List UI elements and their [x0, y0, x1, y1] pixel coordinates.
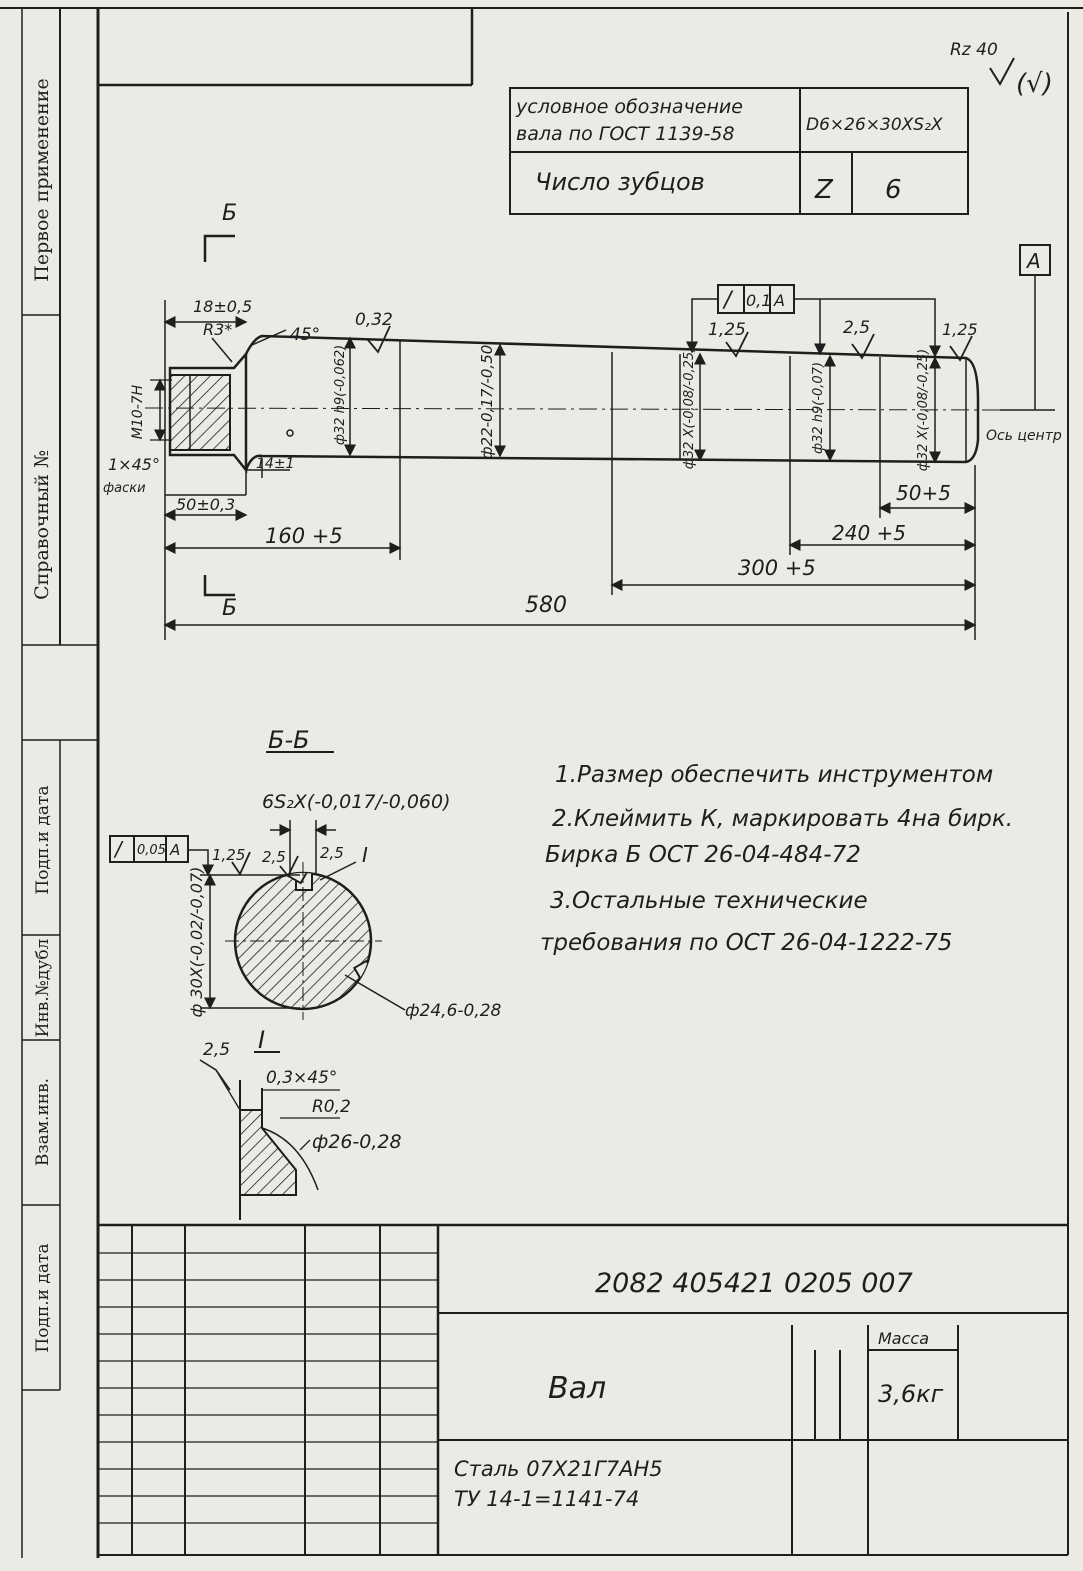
- thread-m10: M10-7H: [130, 384, 146, 439]
- section-detail-mark: I: [362, 843, 368, 867]
- runout-value-main: 0,1: [746, 291, 771, 310]
- note-3: 3.Остальные технические: [550, 888, 868, 914]
- spline-label-2: вала по ГОСТ 1139-58: [516, 123, 735, 145]
- dia-32-right: ф32 X(-0,08/-0,25): [916, 349, 931, 472]
- material-line-1: Сталь 07Х21Г7АН5: [454, 1457, 663, 1481]
- datum-axis-label: Ось центр: [986, 428, 1062, 444]
- note-2: 2.Клеймить К, маркировать 4на бирк.: [552, 806, 1013, 832]
- mass-value: 3,6кг: [878, 1380, 944, 1408]
- detail-radius: R0,2: [312, 1097, 351, 1117]
- section-title: Б-Б: [268, 726, 310, 754]
- roughness-ticks-main: [367, 325, 973, 362]
- section-dia-246: ф24,6-0,28: [405, 1001, 502, 1021]
- dim-240: 240 +5: [832, 521, 906, 545]
- spline-teeth-count: 6: [885, 175, 902, 205]
- general-roughness: Rz 40 (√): [950, 40, 1053, 99]
- detail-rough: 2,5: [203, 1040, 230, 1060]
- spline-teeth-label: Число зубцов: [535, 168, 705, 196]
- section-rough-25a: 2,5: [262, 848, 286, 866]
- section-rough-125: 1,25: [212, 846, 245, 864]
- dim-14: 14±1: [256, 456, 294, 472]
- spline-z-symbol: Z: [814, 175, 834, 205]
- label-exch-inv: Взам.инв.: [33, 1078, 53, 1166]
- rough-25: 2,5: [843, 318, 870, 338]
- label-first-use: Первое применение: [31, 78, 53, 281]
- section-runout-value: 0,05: [137, 843, 166, 858]
- chamfer-note: фаски: [103, 481, 146, 496]
- dim-580: 580: [525, 593, 567, 618]
- runout-symbol-main: /: [722, 288, 734, 313]
- label-dupl-inv: Инв.№дубл: [33, 938, 53, 1037]
- datum-a-box: A: [1025, 249, 1041, 273]
- section-runout-datum: A: [169, 841, 180, 859]
- detail-dia: ф26-0,28: [312, 1131, 402, 1153]
- dia-32-h9: ф32 h9(-0,07): [811, 362, 826, 454]
- spline-table: [509, 87, 969, 215]
- main-view-labels: 18±0,5 R3* 45° 0,32 M10-7H 1×45° фаски 1…: [103, 297, 978, 618]
- part-name: Вал: [548, 1371, 606, 1406]
- svg-text:Б: Б: [222, 201, 237, 226]
- dim-300: 300 +5: [738, 556, 816, 580]
- doc-number: 2082 405421 0205 007: [595, 1268, 913, 1299]
- title-block-grid: [98, 1223, 1068, 1555]
- frame: [0, 7, 1083, 1558]
- runout-datum-main: A: [773, 291, 785, 310]
- detail-title: I: [258, 1026, 265, 1054]
- detail-chamfer: 0,3×45°: [266, 1068, 337, 1088]
- rough-125-a: 1,25: [708, 320, 746, 340]
- label-sign-date-2: Подп.и дата: [33, 1243, 53, 1352]
- spline-designation: D6×26×30XS₂X: [806, 115, 943, 135]
- section-width-tol: 6S₂X(-0,017/-0,060): [262, 791, 451, 813]
- material-line-2: ТУ 14-1=1141-74: [454, 1487, 639, 1511]
- section-rough-25b: 2,5: [320, 844, 344, 862]
- label-sign-date-1: Подп.и дата: [33, 785, 53, 894]
- technical-notes: 1.Размер обеспечить инструментом 2.Клейм…: [540, 762, 1013, 956]
- label-reference-no: Справочный №: [31, 450, 53, 600]
- rough-125-b: 1,25: [942, 320, 978, 339]
- dia-32-mid: ф32 X(-0,08/-0,25): [682, 347, 697, 470]
- section-dia-30: ф 30X(-0,02/-0,07): [187, 867, 206, 1018]
- note-3b: требования по ОСТ 26-04-1222-75: [540, 930, 952, 956]
- svg-text:Б: Б: [222, 596, 237, 621]
- mass-label: Масса: [878, 1329, 929, 1348]
- roughness-mark: (√): [1016, 69, 1053, 99]
- dim-50-left: 50±0,3: [176, 495, 235, 514]
- roughness-rz: Rz 40: [950, 40, 998, 60]
- chamfer-1x45: 1×45°: [108, 455, 160, 474]
- dim-r3: R3*: [203, 320, 232, 339]
- section-dimensions: [109, 820, 406, 1011]
- section-runout-symbol: /: [113, 837, 124, 861]
- main-dimensions: [154, 300, 977, 640]
- section-mark-top: Б: [203, 201, 237, 262]
- dim-160: 160 +5: [265, 524, 343, 548]
- shaft-main-view: [144, 334, 1001, 474]
- rough-032: 0,32: [355, 310, 393, 330]
- runout-frame-main: [686, 284, 941, 358]
- dia-32-left: ф32 h9(-0,062): [333, 345, 348, 445]
- dim-50-right: 50+5: [896, 481, 951, 505]
- note-2b: Бирка Б ОСТ 26-04-484-72: [545, 842, 861, 868]
- dia-22: ф22-0,17/-0,50: [478, 345, 496, 460]
- dim-18: 18±0,5: [193, 297, 252, 316]
- detail-view: [199, 1059, 340, 1220]
- section-view: [225, 862, 382, 1020]
- section-mark-bottom: Б: [203, 575, 237, 621]
- dim-45deg: 45°: [290, 325, 320, 345]
- spline-label-1: условное обозначение: [515, 96, 743, 118]
- margin-strip: Первое применение Справочный № Подп.и да…: [31, 78, 53, 1352]
- note-1: 1.Размер обеспечить инструментом: [555, 762, 993, 788]
